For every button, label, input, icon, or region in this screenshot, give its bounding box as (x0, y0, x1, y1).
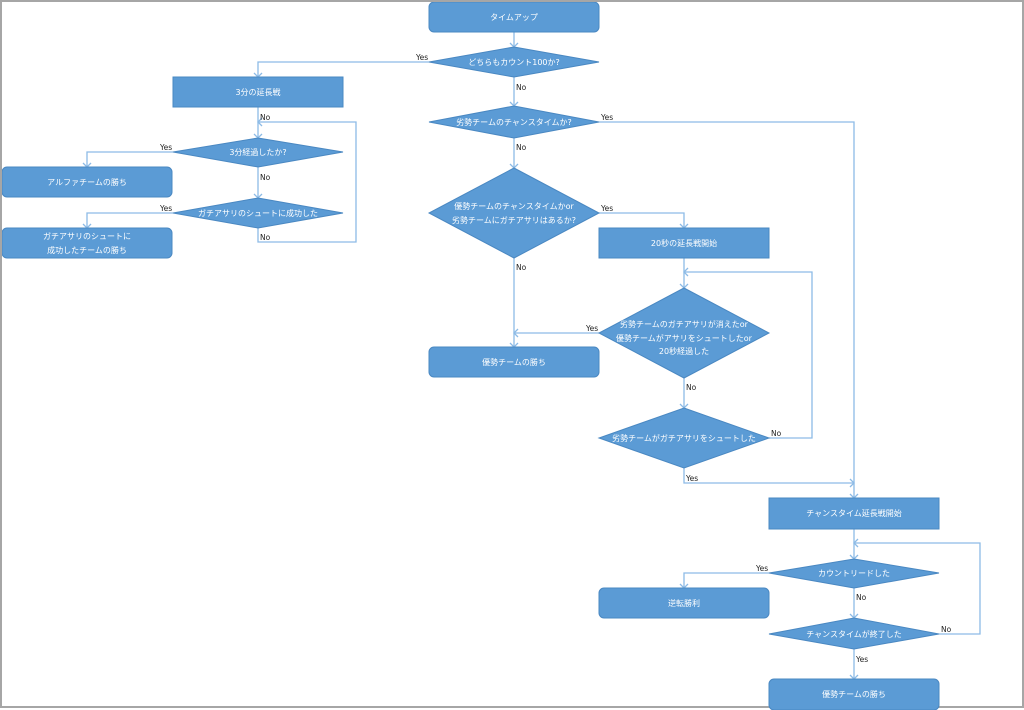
label-cond20-line3: 20秒経過した (659, 346, 709, 356)
label-ot3min: 3分の延長戦 (235, 87, 280, 97)
arrowhead-icon (853, 538, 859, 548)
node-weak-shoot[interactable] (597, 407, 771, 469)
connector-strong-chance-yes (599, 212, 685, 228)
label-shoot-success: ガチアサリのシュートに成功した (198, 208, 318, 218)
edge-label-shoot-success-yes: Yes (159, 204, 172, 213)
arrowhead-icon (257, 117, 263, 127)
label-shoot-team-win-line2: 成功したチームの勝ち (47, 245, 127, 255)
edge-label-ot3min-no: No (260, 113, 271, 122)
connector-shoot-success-yes (86, 212, 173, 228)
node-shoot-team-win[interactable] (2, 227, 173, 259)
label-count100: どちらもカウント100か? (468, 58, 560, 67)
label-weak-chance: 劣勢チームのチャンスタイムか? (456, 117, 572, 127)
node-alpha-win[interactable] (2, 166, 173, 198)
edge-label-weak-chance-yes: Yes (600, 113, 613, 122)
label-elapsed3: 3分経過したか? (229, 147, 286, 157)
label-strong-win-2: 優勢チームの勝ち (822, 689, 886, 699)
edge-label-strong-chance-yes: Yes (600, 204, 613, 213)
arrowhead-icon (683, 267, 689, 277)
label-shoot-team-win-line1: ガチアサリのシュートに (43, 231, 131, 241)
node-shoot-success[interactable] (172, 197, 344, 229)
connector-count-lead-yes (683, 572, 769, 588)
label-chance-end: チャンスタイムが終了した (806, 629, 902, 639)
connector-shoot-success-no-loop (257, 121, 357, 243)
label-cond20-line1: 劣勢チームのガチアサリが消えたor (620, 319, 749, 329)
node-labels: タイムアップ どちらもカウント100か? 3分の延長戦 3分経過したか? アルフ… (43, 13, 902, 699)
edge-label-cond20-no: No (686, 383, 697, 392)
edge-label-chance-end-no: No (941, 625, 952, 634)
connector-weak-shoot-no-loop (684, 271, 813, 439)
arrowhead-icon (513, 328, 519, 338)
node-cond20[interactable] (597, 287, 771, 379)
node-weak-chance[interactable] (428, 105, 600, 139)
edge-label-weak-shoot-no: No (771, 429, 782, 438)
connector-weak-shoot-yes (683, 468, 854, 484)
label-strong-chance-line2: 劣勢チームにガチアサリはあるか? (452, 215, 576, 225)
node-timeup[interactable] (428, 2, 600, 33)
label-strong-chance-line1: 優勢チームのチャンスタイムかor (454, 201, 574, 211)
label-strong-win-1: 優勢チームの勝ち (482, 357, 546, 367)
connector-weak-chance-yes (599, 121, 855, 498)
label-comeback-win: 逆転勝利 (668, 598, 700, 608)
label-alpha-win: アルファチームの勝ち (47, 177, 127, 187)
edge-label-strong-chance-no: No (516, 263, 527, 272)
node-strong-win-2[interactable] (768, 678, 940, 710)
edge-label-count100-yes: Yes (415, 53, 428, 62)
node-chance-end[interactable] (768, 617, 940, 650)
edge-label-elapsed3-no: No (260, 173, 271, 182)
edge-label-weak-chance-no: No (516, 143, 527, 152)
edge-label-count-lead-no: No (856, 593, 867, 602)
edge-label-count100-no: No (516, 83, 527, 92)
node-comeback-win[interactable] (598, 587, 770, 619)
edge-labels: Yes No No Yes No Yes No Yes No Yes No Ye… (159, 53, 952, 664)
connector-count100-yes (257, 61, 429, 77)
connectors (86, 32, 981, 679)
edge-label-count-lead-yes: Yes (755, 564, 768, 573)
edge-label-shoot-success-no: No (260, 233, 271, 242)
node-strong-chance-or-weak-clam[interactable] (427, 167, 601, 259)
node-count100[interactable] (428, 46, 600, 78)
label-chance-ot: チャンスタイム延長戦開始 (806, 508, 902, 518)
connector-elapsed3-yes (86, 151, 173, 167)
edge-label-weak-shoot-yes: Yes (685, 474, 698, 483)
node-ot3min[interactable] (172, 76, 344, 108)
arrowhead-icon (849, 478, 855, 488)
connector-chance-end-no-loop (854, 542, 981, 635)
label-weak-shoot: 劣勢チームがガチアサリをシュートした (612, 433, 756, 443)
edge-label-chance-end-yes: Yes (855, 655, 868, 664)
node-count-lead[interactable] (768, 558, 940, 589)
node-elapsed3[interactable] (172, 137, 344, 168)
nodes (2, 2, 940, 710)
label-ot20: 20秒の延長戦開始 (651, 238, 717, 248)
node-chance-ot[interactable] (768, 497, 940, 530)
edge-label-cond20-yes: Yes (585, 324, 598, 333)
label-cond20-line2: 優勢チームがアサリをシュートしたor (616, 333, 753, 343)
label-count-lead: カウントリードした (818, 569, 890, 578)
node-strong-win-1[interactable] (428, 346, 600, 378)
edge-label-elapsed3-yes: Yes (159, 143, 172, 152)
node-ot20[interactable] (598, 227, 770, 259)
label-timeup: タイムアップ (490, 13, 538, 22)
